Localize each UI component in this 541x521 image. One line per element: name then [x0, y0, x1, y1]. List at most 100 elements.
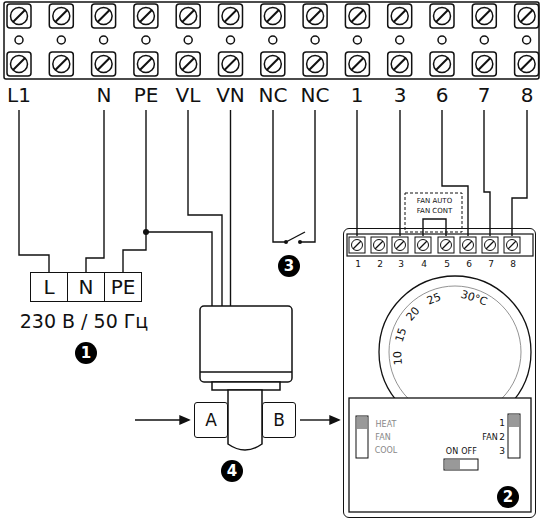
- fan-slider: [508, 414, 520, 458]
- strip-hole: [353, 36, 361, 44]
- screw-ring: [53, 8, 70, 25]
- screw-slot: [182, 10, 194, 22]
- wire-vn: [230, 110, 231, 306]
- screw-head: [472, 4, 496, 28]
- screw-slot: [521, 58, 533, 70]
- screw-slot: [55, 10, 67, 22]
- strip-hole: [100, 36, 108, 44]
- valve-port-box: B: [262, 402, 296, 438]
- screw-head: [261, 52, 285, 76]
- thermostat-text: 15: [393, 327, 408, 344]
- screw-ring: [222, 56, 239, 73]
- screw-ring: [95, 56, 112, 73]
- screw-slot: [182, 58, 194, 70]
- screw-slot: [55, 58, 67, 70]
- control-panel: [349, 398, 531, 512]
- terminal-letter: B: [273, 412, 285, 429]
- fan-knob: [509, 415, 519, 427]
- flow-out-line: [300, 419, 332, 420]
- screw-ring: [53, 56, 70, 73]
- flow-in-head: [180, 416, 189, 424]
- screw-ring: [476, 8, 493, 25]
- screw-head: [92, 52, 116, 76]
- wire-nc1: [273, 110, 286, 242]
- screw-head: [261, 4, 285, 28]
- terminal-label: L1: [7, 85, 31, 105]
- screw-head: [430, 52, 454, 76]
- valve-body: [228, 390, 262, 450]
- thermostat-screw: [349, 237, 365, 253]
- screw-slot: [478, 10, 490, 22]
- thermostat-text: 30°C: [459, 288, 488, 307]
- mode-slider: [356, 416, 368, 458]
- screw-slot: [478, 58, 490, 70]
- screw-ring: [264, 56, 281, 73]
- strip-frame: [4, 2, 539, 79]
- screw-head: [7, 4, 31, 28]
- screw-head: [219, 4, 243, 28]
- thermostat-terminal-strip: [347, 234, 533, 256]
- screw-head: [430, 4, 454, 28]
- strip-hole: [523, 36, 531, 44]
- screw-head: [388, 4, 412, 28]
- thermostat-text: FAN CONT: [417, 208, 453, 215]
- thermostat-text: HEAT: [376, 421, 397, 429]
- thermostat-text: 6: [466, 260, 472, 269]
- screw-ring: [11, 56, 28, 73]
- thermostat-text: COOL: [375, 447, 398, 455]
- terminal-label: VL: [176, 85, 201, 105]
- terminal-label: NC: [301, 85, 330, 105]
- power-terminal-box: N: [67, 272, 105, 302]
- flow-out-head: [330, 416, 339, 424]
- valve-port-box: A: [194, 402, 228, 438]
- thermostat-screw-slot: [464, 241, 472, 249]
- thermostat-text: 10: [392, 351, 404, 366]
- terminal-label: VN: [216, 85, 245, 105]
- thermostat-screw-slot: [375, 241, 383, 249]
- screw-slot: [436, 58, 448, 70]
- valve-collar: [212, 382, 280, 390]
- strip-hole: [396, 36, 404, 44]
- screw-ring: [222, 8, 239, 25]
- terminal-label: 6: [436, 85, 449, 105]
- actuator-band: [200, 371, 292, 373]
- thermostat-screw: [482, 237, 498, 253]
- thermostat-housing: 12345678FAN AUTOFAN CONT1015202530°CHEAT…: [343, 228, 536, 518]
- screw-head: [345, 4, 369, 28]
- screw-ring: [137, 8, 154, 25]
- screw-head: [303, 4, 327, 28]
- screw-head: [515, 4, 539, 28]
- screw-head: [176, 4, 200, 28]
- screw-ring: [391, 8, 408, 25]
- screw-ring: [307, 56, 324, 73]
- screw-slot: [309, 58, 321, 70]
- thermostat-text: FAN: [375, 434, 390, 442]
- strip-hole: [438, 36, 446, 44]
- strip-hole: [15, 36, 23, 44]
- terminal-label: 7: [478, 85, 491, 105]
- mode-knob: [357, 417, 367, 429]
- power-terminal-box: L: [30, 272, 68, 302]
- thermostat-screws: [349, 237, 520, 253]
- terminal-letter: L: [43, 277, 54, 297]
- strip-hole: [57, 36, 65, 44]
- screw-slot: [13, 10, 25, 22]
- wire-t1: [356, 110, 357, 236]
- terminal-label: PE: [134, 85, 159, 105]
- thermostat-text: 2: [377, 260, 383, 269]
- thermostat-text: 25: [426, 291, 443, 306]
- thermostat-text: 5: [444, 260, 450, 269]
- power-terminal-box: PE: [104, 272, 142, 302]
- screw-ring: [95, 8, 112, 25]
- thermostat-screw-slot: [508, 241, 516, 249]
- thermostat-screw: [438, 237, 454, 253]
- screw-slot: [140, 10, 152, 22]
- screw-ring: [434, 56, 451, 73]
- screw-slot: [225, 58, 237, 70]
- thermostat-screw-slot: [486, 241, 494, 249]
- terminal-label: 8: [521, 85, 534, 105]
- wire-t7: [484, 110, 490, 236]
- screw-ring: [11, 8, 28, 25]
